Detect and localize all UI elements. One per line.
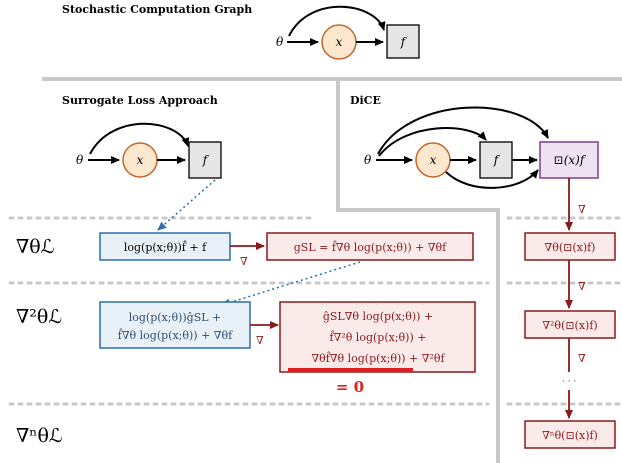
nabla-label-dice-3: ∇ bbox=[578, 352, 586, 365]
x-node-top-label: x bbox=[336, 35, 343, 49]
f-node-sl bbox=[188, 141, 222, 179]
row-label-nth-derivative: ∇ⁿθℒ bbox=[16, 425, 63, 447]
gradient-box-1-text: gSL = f̂∇θ log(p(x;θ)) + ∇θf bbox=[294, 241, 447, 254]
dice-box-n-text: ∇ⁿθ(⊡(x)f) bbox=[542, 429, 598, 442]
gradient-box-2 bbox=[279, 301, 476, 373]
theta-node-top: θ bbox=[276, 35, 284, 49]
dice-box-2-text: ∇²θ(⊡(x)f) bbox=[542, 319, 597, 332]
dotted-arrow-g1-to-box2 bbox=[221, 261, 361, 307]
row-label-first-derivative: ∇θℒ bbox=[16, 236, 54, 258]
f-node-top-label: f bbox=[400, 35, 408, 49]
gradient-box-2-line1: ĝSL∇θ log(p(x;θ)) + bbox=[323, 310, 433, 323]
section-title-scg: Stochastic Computation Graph bbox=[62, 3, 252, 16]
gradient-box-1 bbox=[266, 232, 474, 261]
dice-box-n bbox=[524, 420, 616, 449]
dotted-arrow-f-to-box1 bbox=[157, 179, 216, 231]
surrogate-box-2 bbox=[99, 301, 251, 349]
nabla-label-row2: ∇ bbox=[256, 334, 264, 347]
edge-theta-f-sl-curve bbox=[89, 122, 190, 155]
gradient-box-2-line2: f̂∇²θ log(p(x;θ)) + bbox=[330, 331, 427, 344]
dice-f-node-label: ⊡(x)f bbox=[554, 153, 587, 167]
row-label-second-derivative: ∇²θℒ bbox=[16, 306, 62, 328]
dice-box-2 bbox=[524, 310, 616, 339]
edge-theta-f-dice-curve bbox=[378, 127, 487, 157]
surrogate-box-1 bbox=[99, 232, 231, 261]
dice-ellipsis: · · · bbox=[562, 377, 576, 387]
section-title-dice: DiCE bbox=[350, 94, 381, 107]
dice-box-1 bbox=[524, 232, 616, 261]
f-node-top bbox=[386, 24, 420, 59]
edge-x-dicef-curve bbox=[445, 169, 539, 189]
section-title-surrogate: Surrogate Loss Approach bbox=[62, 94, 218, 107]
surrogate-box-2-line1: log(p(x;θ))ĝSL + bbox=[129, 311, 222, 324]
edge-theta-dicef-curve bbox=[377, 106, 549, 155]
zero-term-label: = 0 bbox=[336, 378, 364, 396]
f-node-sl-label: f bbox=[202, 153, 210, 167]
nabla-label-dice-2: ∇ bbox=[578, 280, 586, 293]
nabla-label-row1: ∇ bbox=[240, 255, 248, 268]
surrogate-box-2-line2: f̂∇θ log(p(x;θ)) + ∇θf bbox=[118, 329, 233, 342]
f-node-dice-label: f bbox=[493, 153, 501, 167]
theta-node-sl: θ bbox=[76, 153, 84, 167]
gradient-box-2-line3: ∇θf̂∇θ log(p(x;θ)) + ∇²θf bbox=[311, 352, 445, 365]
dice-f-node bbox=[539, 141, 599, 179]
nabla-label-dice-1: ∇ bbox=[578, 203, 586, 216]
surrogate-box-1-text: log(p(x;θ))f̂ + f bbox=[124, 241, 207, 254]
dice-box-1-text: ∇θ(⊡(x)f) bbox=[545, 241, 596, 254]
x-node-sl-label: x bbox=[137, 153, 144, 167]
edge-theta-f-top-curve bbox=[288, 5, 386, 37]
theta-node-dice: θ bbox=[364, 153, 372, 167]
x-node-dice-label: x bbox=[430, 153, 437, 167]
